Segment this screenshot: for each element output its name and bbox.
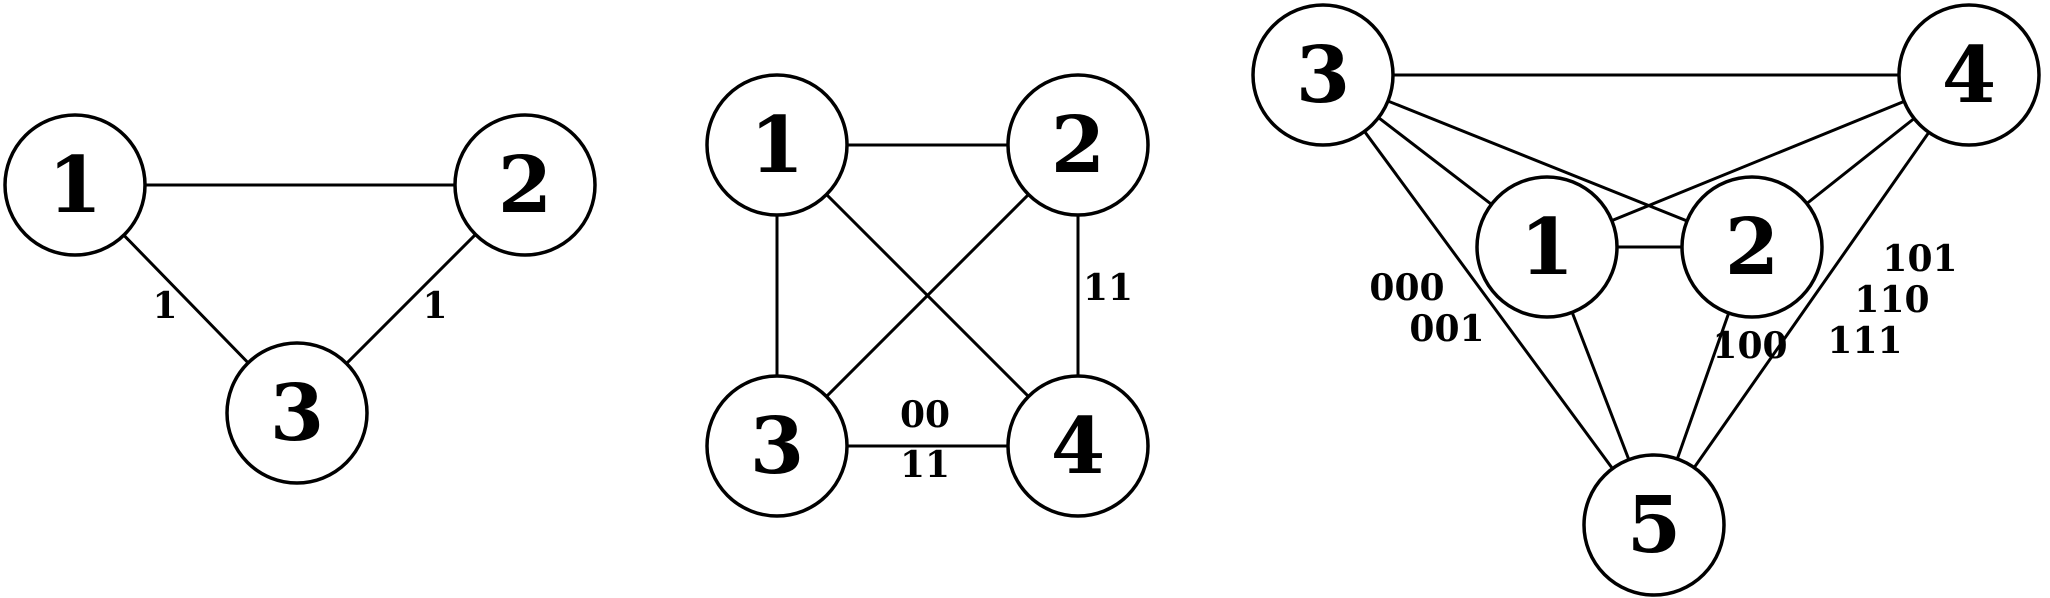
node-1: 1 xyxy=(3,113,147,257)
edge-label: 000 xyxy=(1369,267,1444,309)
node-circle xyxy=(1006,374,1150,518)
node-4: 4 xyxy=(1897,3,2041,147)
node-3: 3 xyxy=(225,341,369,485)
node-circle xyxy=(1680,175,1824,319)
node-circle xyxy=(705,73,849,217)
edge-label: 11 xyxy=(1083,267,1133,309)
node-circle xyxy=(225,341,369,485)
node-circle xyxy=(453,113,597,257)
node-label: 4 xyxy=(1942,30,1996,121)
node-label: 5 xyxy=(1627,480,1681,571)
node-label: 2 xyxy=(1725,202,1779,293)
node-circle xyxy=(1251,3,1395,147)
node-circle xyxy=(1475,175,1619,319)
graph-four-nodes: 1 2 3 4 11 00 11 xyxy=(705,73,1150,518)
edge-label: 1 xyxy=(152,285,177,327)
node-1: 1 xyxy=(705,73,849,217)
edge-4-1 xyxy=(1546,73,1970,249)
node-5: 5 xyxy=(1582,453,1726,597)
node-2: 2 xyxy=(1006,73,1150,217)
edge-label: 111 xyxy=(1827,320,1902,362)
node-label: 1 xyxy=(48,140,102,231)
node-label: 2 xyxy=(1051,100,1105,191)
node-circle xyxy=(1897,3,2041,147)
node-label: 2 xyxy=(498,140,552,231)
edge-3-5 xyxy=(1321,74,1656,526)
edge-3-2 xyxy=(1322,73,1753,249)
edge-label: 110 xyxy=(1854,279,1929,321)
node-3: 3 xyxy=(705,374,849,518)
node-4: 4 xyxy=(1006,374,1150,518)
node-circle xyxy=(1582,453,1726,597)
edge-label: 1 xyxy=(422,285,447,327)
node-3: 3 xyxy=(1251,3,1395,147)
edge-label: 11 xyxy=(900,444,950,486)
node-label: 3 xyxy=(270,368,324,459)
edge-label: 101 xyxy=(1882,238,1957,280)
node-label: 3 xyxy=(750,401,804,492)
edge-label: 00 xyxy=(900,394,950,436)
node-circle xyxy=(705,374,849,518)
node-label: 4 xyxy=(1051,401,1105,492)
node-circle xyxy=(3,113,147,257)
node-2: 2 xyxy=(453,113,597,257)
graph-three-nodes: 1 2 3 1 1 xyxy=(3,113,597,485)
node-2: 2 xyxy=(1680,175,1824,319)
node-1: 1 xyxy=(1475,175,1619,319)
node-circle xyxy=(1006,73,1150,217)
edge-4-5 xyxy=(1652,74,1971,526)
edge-label: 001 xyxy=(1409,308,1484,350)
node-label: 1 xyxy=(1520,202,1574,293)
node-label: 3 xyxy=(1296,30,1350,121)
edge-label: 100 xyxy=(1712,325,1787,367)
node-label: 1 xyxy=(750,100,804,191)
